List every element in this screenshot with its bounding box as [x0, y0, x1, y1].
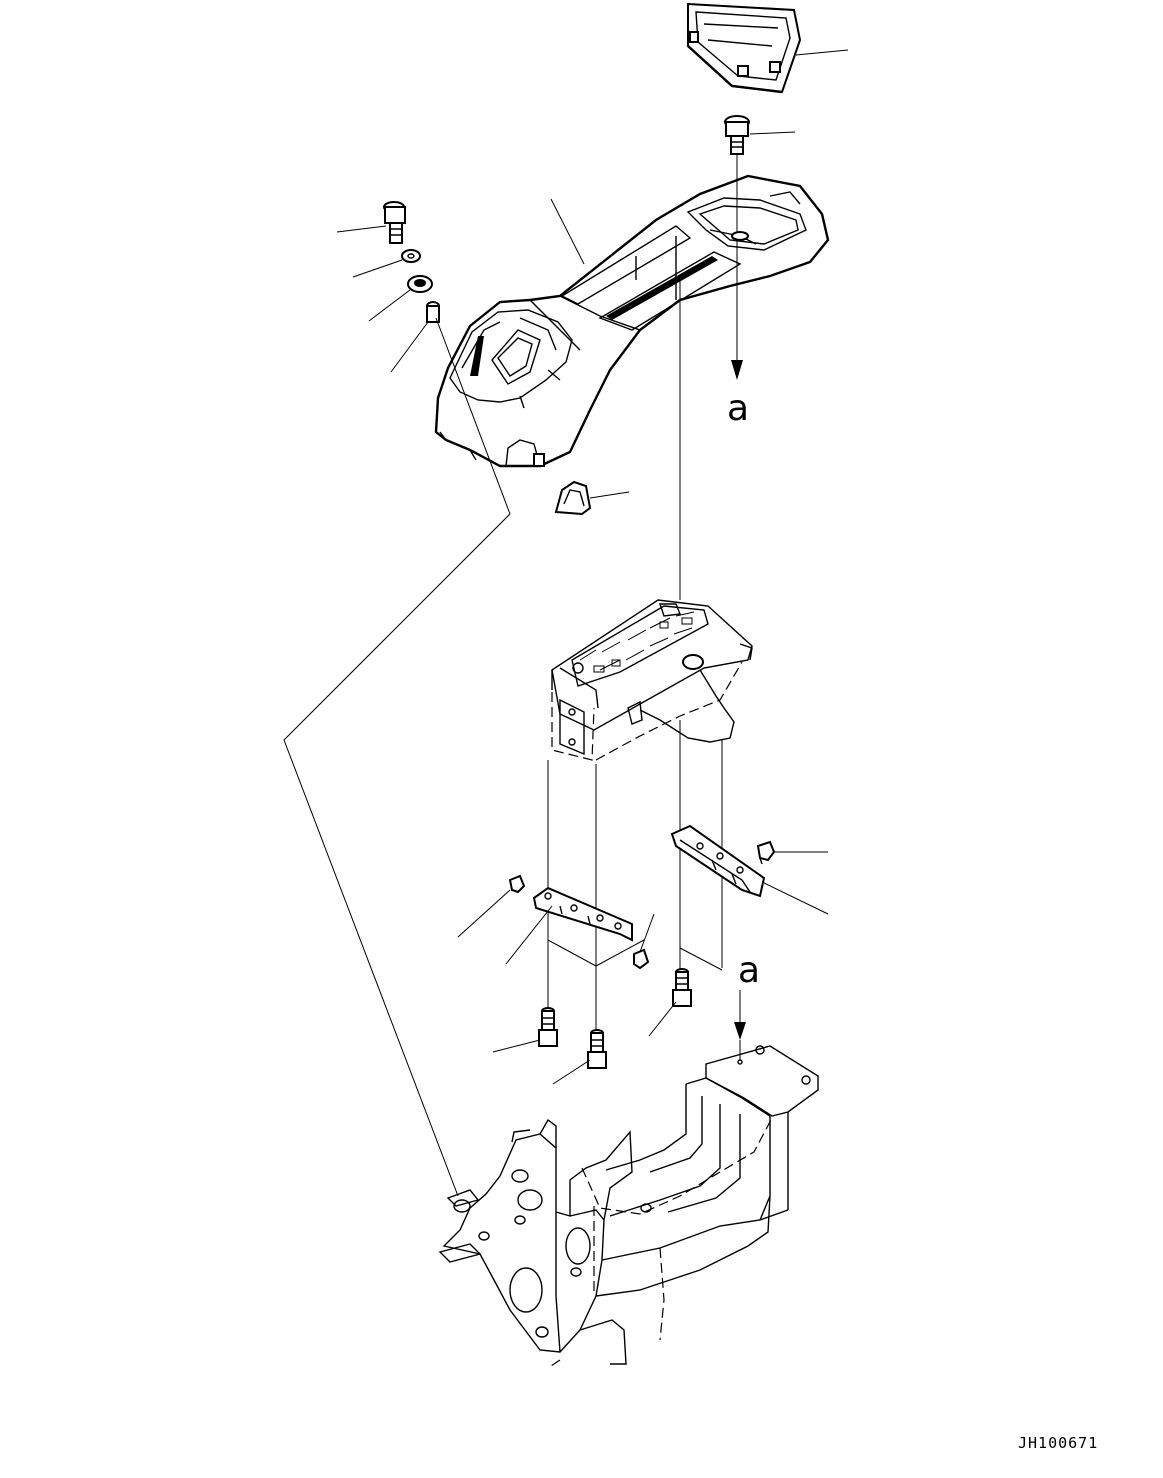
- switch-panel-assembly: [551, 599, 753, 761]
- front-cap: [554, 480, 592, 516]
- clip-small: [633, 948, 650, 970]
- bolt-left: [383, 201, 406, 244]
- leader-line: [639, 913, 655, 953]
- leader-line: [550, 198, 585, 265]
- screw-upper: [724, 115, 750, 155]
- washer-left: [401, 249, 421, 263]
- leader-line: [505, 905, 553, 965]
- leader-line: [492, 1039, 541, 1053]
- storage-tray: [687, 2, 802, 94]
- leader-line: [552, 1059, 591, 1085]
- grommet-left: [407, 275, 433, 293]
- leader-line: [336, 225, 387, 233]
- reference-label-a-lower: a: [738, 950, 760, 991]
- leader-line: [390, 321, 429, 373]
- guide-line: [547, 939, 645, 967]
- reference-arrow-head: [734, 1022, 746, 1040]
- guide-line: [283, 317, 511, 1197]
- leader-line: [352, 259, 403, 278]
- bolt-lower-2: [587, 1029, 607, 1069]
- leader-line: [368, 289, 411, 322]
- leader-line: [457, 889, 511, 938]
- clip-right: [756, 840, 776, 865]
- leader-line: [648, 1001, 677, 1037]
- bolt-lower-1: [538, 1007, 558, 1047]
- reference-label-a-upper: a: [727, 388, 749, 429]
- leader-line: [749, 131, 796, 135]
- console-base-frame: [438, 1045, 819, 1369]
- collar-left: [426, 301, 440, 323]
- bracket-right: [670, 824, 766, 898]
- bracket-left: [532, 886, 633, 942]
- leader-line: [589, 491, 630, 499]
- console-cover: [434, 174, 830, 468]
- drawing-code: JH100671: [1018, 1434, 1098, 1452]
- bolt-lower-3: [672, 968, 692, 1007]
- leader-line: [761, 881, 829, 915]
- leader-line: [795, 49, 849, 56]
- guide-line: [679, 947, 723, 971]
- clip-left: [508, 874, 526, 894]
- reference-arrow-head: [731, 360, 743, 380]
